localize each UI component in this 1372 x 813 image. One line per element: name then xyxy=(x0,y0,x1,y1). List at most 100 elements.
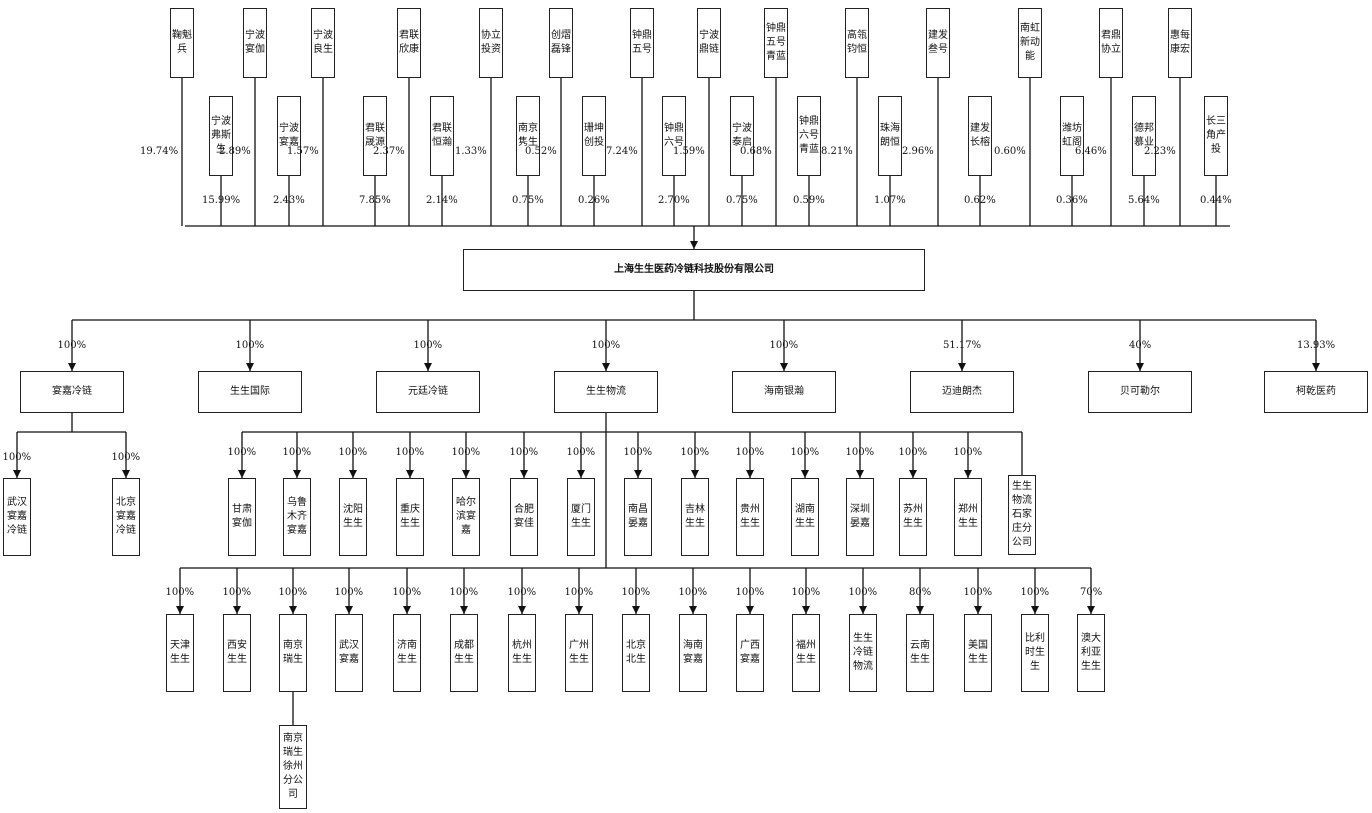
logistics-row2-pct-14: 100% xyxy=(963,587,993,598)
logistics-row1-arrow-4 xyxy=(462,470,470,478)
logistics-row2-box-6: 杭州生生 xyxy=(508,614,536,692)
logistics-row2-arrow-9 xyxy=(689,606,697,614)
shareholder-box-3: 宁波宴嘉 xyxy=(277,96,301,176)
subsidiary-arrow-7 xyxy=(1312,363,1320,371)
shareholder-box-9-label: 南京隽生 xyxy=(518,123,538,148)
logistics-row1-box-5-label: 合肥宴佳 xyxy=(514,504,534,529)
yanjia-child-arrow-0 xyxy=(13,470,21,478)
subsidiary-arrow-1 xyxy=(246,363,254,371)
shareholder-pct-24: 6.46% xyxy=(1075,146,1107,157)
yanjia-child-pct-1: 100% xyxy=(111,452,141,463)
logistics-row1-box-3-label: 重庆生生 xyxy=(400,504,420,529)
logistics-row1-arrow-2 xyxy=(349,470,357,478)
logistics-row2-box-12-label: 生生冷链物流 xyxy=(853,633,873,672)
subsidiary-box-5: 迈迪朗杰 xyxy=(910,371,1014,413)
logistics-row1-pct-3: 100% xyxy=(395,447,425,458)
shareholder-pct-4: 1.57% xyxy=(287,146,319,157)
logistics-row2-box-3: 武汉宴嘉 xyxy=(335,614,363,692)
logistics-row2-box-10: 广西宴嘉 xyxy=(736,614,764,692)
shareholder-box-14-label: 宁波鼎链 xyxy=(699,30,719,55)
logistics-row1-pct-2: 100% xyxy=(338,447,368,458)
logistics-row2-box-8: 北京北生 xyxy=(622,614,650,692)
logistics-row1-box-14-label: 生生物流石家庄分公司 xyxy=(1012,481,1032,548)
shareholder-pct-5: 7.85% xyxy=(359,195,391,206)
shareholder-box-20-label: 建发叁号 xyxy=(928,30,948,55)
logistics-row1-pct-0: 100% xyxy=(227,447,257,458)
logistics-row1-pct-6: 100% xyxy=(566,447,596,458)
main-company-box-label: 上海生生医药冷链科技股份有限公司 xyxy=(614,264,774,275)
shareholder-pct-19: 1.07% xyxy=(874,195,906,206)
logistics-row1-arrow-0 xyxy=(238,470,246,478)
yanjia-child-box-0-label: 武汉宴嘉冷链 xyxy=(7,497,27,536)
shareholder-box-14: 宁波鼎链 xyxy=(697,8,721,78)
logistics-row1-arrow-13 xyxy=(964,470,972,478)
shareholder-pct-16: 0.68% xyxy=(740,146,772,157)
logistics-row1-box-6-label: 厦门生生 xyxy=(571,504,591,529)
shareholder-box-7: 君联恒瀚 xyxy=(430,96,454,176)
shareholder-box-22: 南虹新动能 xyxy=(1018,8,1042,78)
logistics-row1-pct-10: 100% xyxy=(790,447,820,458)
shareholder-box-18-label: 高瓴钧恒 xyxy=(847,30,867,55)
shareholder-box-3-label: 宁波宴嘉 xyxy=(279,123,299,148)
logistics-row1-pct-7: 100% xyxy=(623,447,653,458)
shareholder-box-26: 惠每康宏 xyxy=(1168,8,1192,78)
logistics-row1-box-4-label: 哈尔滨宴嘉 xyxy=(456,497,476,536)
subsidiary-box-6: 贝可勒尔 xyxy=(1088,371,1192,413)
logistics-row1-box-12-label: 苏州生生 xyxy=(903,504,923,529)
shareholder-pct-0: 19.74% xyxy=(140,146,179,157)
subsidiary-box-6-label: 贝可勒尔 xyxy=(1120,386,1160,397)
logistics-row1-box-3: 重庆生生 xyxy=(396,478,424,556)
logistics-row2-arrow-12 xyxy=(859,606,867,614)
logistics-row2-box-16: 澳大利亚生生 xyxy=(1077,614,1105,692)
shareholder-box-23-label: 潍坊虹阁 xyxy=(1062,123,1082,148)
logistics-row1-box-10-label: 湖南生生 xyxy=(795,504,815,529)
logistics-row2-pct-12: 100% xyxy=(848,587,878,598)
shareholder-box-0-label: 鞠魁兵 xyxy=(172,30,192,55)
logistics-row2-pct-1: 100% xyxy=(222,587,252,598)
logistics-row2-box-14: 美国生生 xyxy=(964,614,992,692)
logistics-row1-arrow-10 xyxy=(801,470,809,478)
shareholder-box-17: 钟鼎六号青蓝 xyxy=(797,96,821,176)
logistics-row2-pct-8: 100% xyxy=(621,587,651,598)
subsidiary-box-1: 生生国际 xyxy=(198,371,302,413)
nanjing-branch-box-label: 南京瑞生徐州分公司 xyxy=(283,733,303,800)
logistics-row2-box-0: 天津生生 xyxy=(166,614,194,692)
logistics-row1-arrow-7 xyxy=(634,470,642,478)
logistics-row2-pct-16: 70% xyxy=(1080,587,1103,598)
logistics-row2-pct-10: 100% xyxy=(735,587,765,598)
subsidiary-box-3-label: 生生物流 xyxy=(586,386,626,397)
logistics-row1-box-1: 乌鲁木齐宴嘉 xyxy=(283,478,311,556)
subsidiary-arrow-2 xyxy=(424,363,432,371)
shareholder-box-15: 宁波泰启 xyxy=(730,96,754,176)
shareholder-pct-7: 2.14% xyxy=(426,195,458,206)
main-company-box: 上海生生医药冷链科技股份有限公司 xyxy=(463,249,925,291)
logistics-row2-pct-5: 100% xyxy=(449,587,479,598)
logistics-row1-pct-4: 100% xyxy=(451,447,481,458)
logistics-row2-pct-0: 100% xyxy=(165,587,195,598)
shareholder-box-10-label: 创熠磊锋 xyxy=(551,30,571,55)
logistics-row2-box-1-label: 西安生生 xyxy=(227,640,247,665)
logistics-row1-pct-11: 100% xyxy=(845,447,875,458)
logistics-row2-box-11-label: 福州生生 xyxy=(796,640,816,665)
shareholder-box-26-label: 惠每康宏 xyxy=(1170,30,1190,55)
shareholder-box-25-label: 德邦慕业 xyxy=(1134,123,1154,148)
logistics-row1-box-7-label: 南昌晏嘉 xyxy=(628,504,648,529)
logistics-row2-arrow-6 xyxy=(518,606,526,614)
logistics-row1-box-2-label: 沈阳生生 xyxy=(343,504,363,529)
subsidiary-pct-2: 100% xyxy=(413,340,443,351)
shareholder-box-1-label: 宁波弗斯生 xyxy=(211,116,231,155)
logistics-row2-box-8-label: 北京北生 xyxy=(626,640,646,665)
logistics-row1-arrow-11 xyxy=(856,470,864,478)
shareholder-box-12: 钟鼎五号 xyxy=(630,8,654,78)
logistics-row1-arrow-12 xyxy=(909,470,917,478)
subsidiary-box-7-label: 柯乾医药 xyxy=(1296,386,1336,397)
logistics-row1-pct-12: 100% xyxy=(898,447,928,458)
shareholder-box-27: 长三角产投 xyxy=(1204,96,1228,176)
shareholder-pct-27: 0.44% xyxy=(1200,195,1232,206)
logistics-row2-box-4: 济南生生 xyxy=(393,614,421,692)
logistics-row2-pct-4: 100% xyxy=(392,587,422,598)
shareholder-box-2-label: 宁波宴伽 xyxy=(245,30,265,55)
logistics-row2-box-5: 成都生生 xyxy=(450,614,478,692)
logistics-row2-box-16-label: 澳大利亚生生 xyxy=(1081,633,1101,672)
